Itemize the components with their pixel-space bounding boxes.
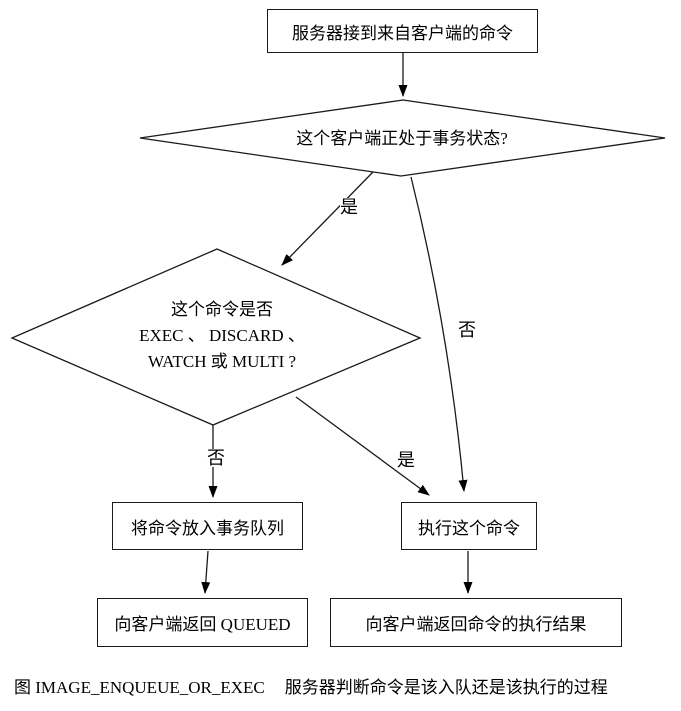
node-return-result-label: 向客户端返回命令的执行结果 [365,615,587,634]
node-enqueue-command-label: 将命令放入事务队列 [131,518,284,538]
arrow-enqueue-to-return-queued [201,550,211,594]
figure-caption-text: 服务器判断命令是该入队还是该执行的过程 [284,678,608,697]
edge-label-yes-2: 是 [397,450,415,470]
arrow-yes-to-exec [295,396,430,496]
node-return-result: 向客户端返回命令的执行结果 [330,598,622,647]
diamond-is-special-command-label: 这个命令是否 EXEC 、 DISCARD 、 WATCH 或 MULTI ? [72,297,372,375]
is-special-line1: 这个命令是否 [171,300,273,319]
arrow-yes-to-is-special [281,171,374,266]
is-special-line3: WATCH 或 MULTI ? [147,352,297,371]
is-special-line2: EXEC 、 DISCARD 、 [139,326,305,345]
diamond-in-transaction [139,99,666,177]
arrow-no-to-exec [410,176,468,492]
diamond-in-transaction-label: 这个客户端正处于事务状态? [296,129,508,148]
node-return-queued: 向客户端返回 QUEUED [97,598,308,647]
figure-caption: 图 IMAGE_ENQUEUE_OR_EXEC 服务器判断命令是该入队还是该执行的… [14,673,608,698]
node-enqueue-command: 将命令放入事务队列 [112,502,303,550]
node-receive-command: 服务器接到来自客户端的命令 [267,9,538,53]
node-return-queued-label: 向客户端返回 QUEUED [114,615,291,634]
node-receive-command-label: 服务器接到来自客户端的命令 [292,23,513,43]
figure-caption-id: 图 IMAGE_ENQUEUE_OR_EXEC [14,678,265,697]
edge-label-no-2: 否 [207,448,225,468]
node-execute-command: 执行这个命令 [401,502,537,550]
node-execute-command-label: 执行这个命令 [418,518,520,538]
edge-label-no-1: 否 [458,320,476,340]
edge-label-yes-1: 是 [340,197,358,217]
